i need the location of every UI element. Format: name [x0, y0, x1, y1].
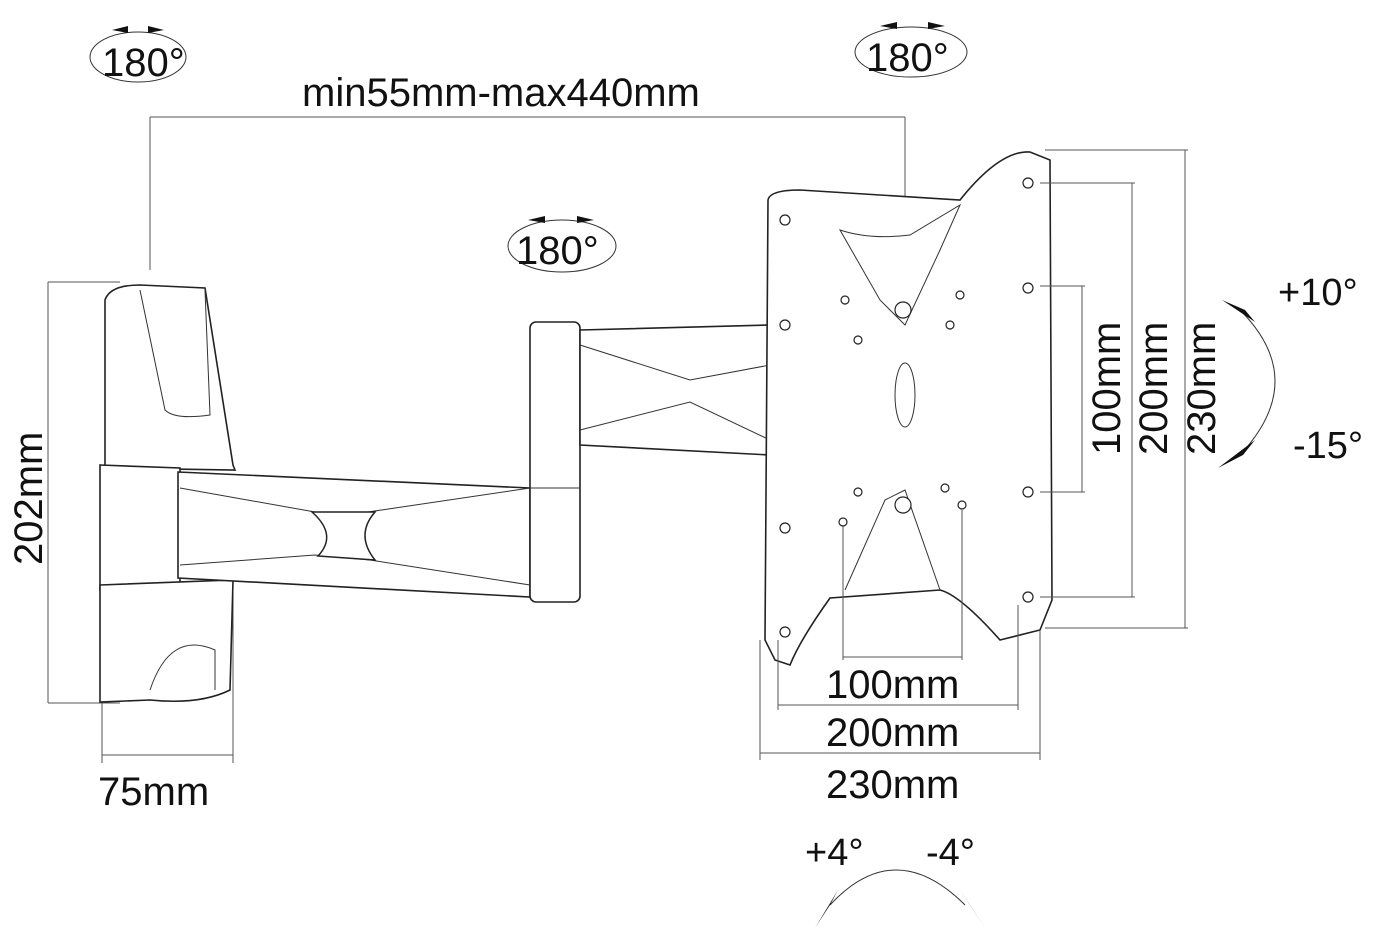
second-arm	[579, 324, 771, 456]
middle-pivot-rotation: 180°	[507, 216, 617, 273]
wall-plate-width-label: 75mm	[98, 770, 209, 814]
tilt-indicator: +10° -15°	[1218, 272, 1363, 468]
vertical-100-label: 100mm	[1085, 322, 1129, 455]
extension-range-label: min55mm-max440mm	[302, 71, 700, 115]
horizontal-100-label: 100mm	[826, 663, 959, 707]
vertical-200-label: 200mm	[1132, 322, 1176, 455]
middle-pivot-label: 180°	[516, 229, 599, 273]
vertical-230-label: 230mm	[1180, 322, 1224, 455]
wall-pivot-label: 180°	[102, 41, 185, 85]
vesa-plate	[764, 151, 1053, 666]
tilt-up-label: +10°	[1278, 272, 1358, 314]
swivel-right-label: -4°	[926, 832, 975, 874]
horizontal-200-label: 200mm	[826, 711, 959, 755]
tilt-down-label: -15°	[1293, 425, 1363, 467]
wall-pivot-rotation: 180°	[89, 26, 187, 85]
wall-plate-height-label: 202mm	[7, 432, 51, 565]
plate-pivot-rotation: 180°	[854, 22, 968, 80]
first-arm	[177, 471, 531, 598]
plate-pivot-label: 180°	[866, 36, 949, 80]
middle-pivot-column	[529, 321, 581, 603]
swivel-left-label: +4°	[805, 832, 864, 874]
swivel-indicator: +4° -4°	[805, 832, 985, 928]
wall-bracket	[99, 284, 237, 703]
horizontal-230-label: 230mm	[826, 763, 959, 807]
